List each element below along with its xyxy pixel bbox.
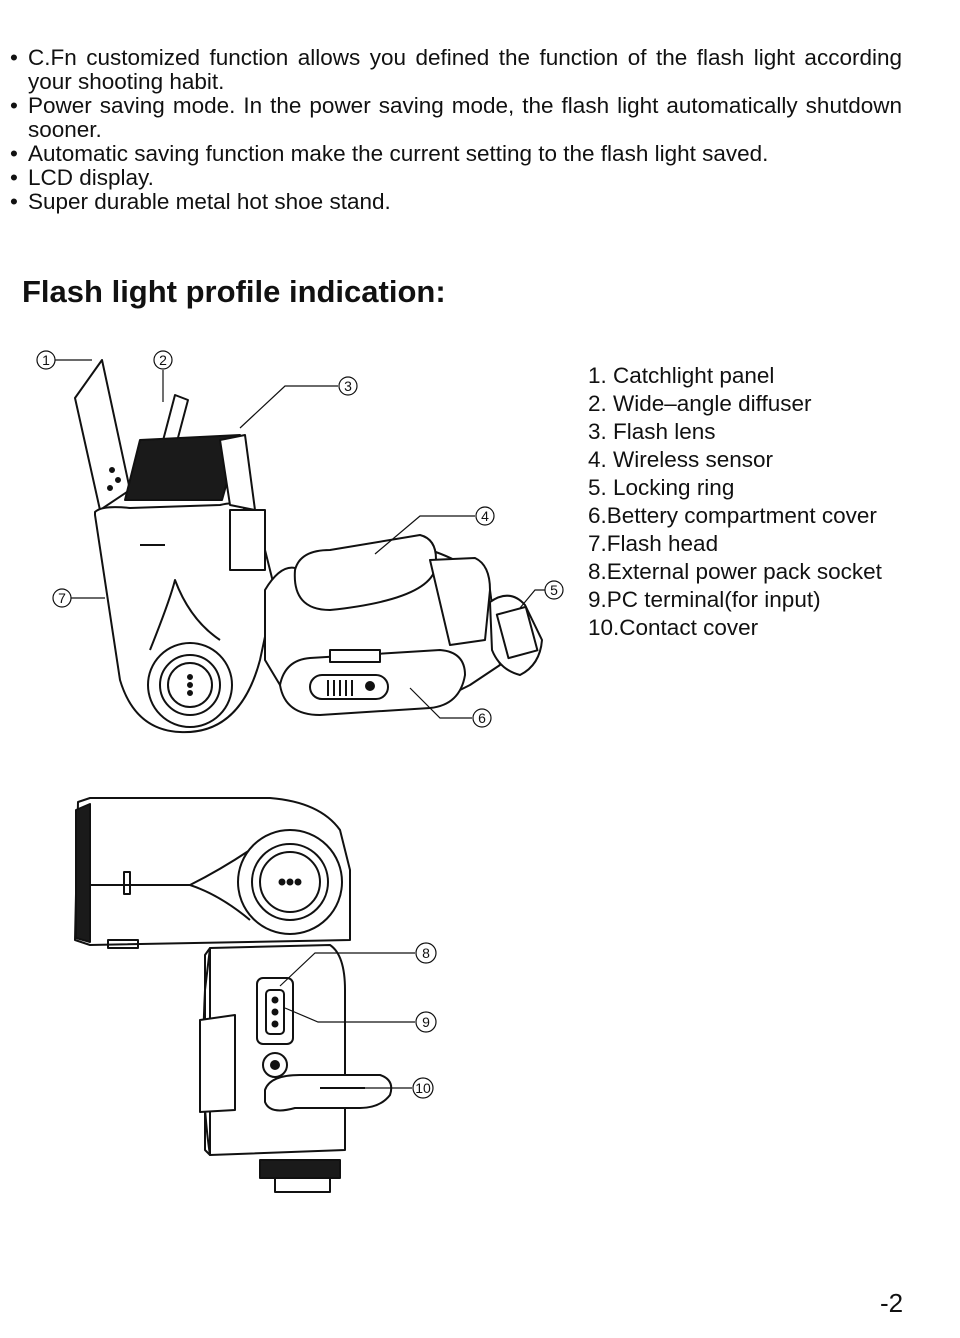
parts-item: 3. Flash lens [588,419,716,444]
bullet-dot: • [10,141,18,166]
page-number: -2 [880,1288,904,1318]
parts-item: 5. Locking ring [588,475,735,500]
feature-text: LCD display. [28,165,154,190]
parts-item: 1. Catchlight panel [588,363,775,388]
feature-item: • Super durable metal hot shoe stand. [10,190,902,214]
feature-item: • Power saving mode. In the power saving … [10,94,902,142]
parts-item: 6.Bettery compartment cover [588,503,877,528]
flash-side-illustration: 8 9 10 [74,797,437,1193]
parts-item: 10.Contact cover [588,615,759,640]
feature-text: Super durable metal hot shoe stand. [28,189,391,214]
feature-text: C.Fn customized function allows you defi… [28,45,902,94]
parts-item: 9.PC terminal(for input) [588,587,821,612]
parts-item: 2. Wide–angle diffuser [588,391,812,416]
callout-6: 6 [478,710,486,726]
callout-8: 8 [422,945,430,961]
callout-3: 3 [344,378,352,394]
section-title: Flash light profile indication: [22,274,446,309]
feature-text: Power saving mode. In the power saving m… [28,93,902,142]
callout-1: 1 [42,352,50,368]
callout-2: 2 [159,352,167,368]
callout-4: 4 [481,508,489,524]
parts-list: 1. Catchlight panel 2. Wide–angle diffus… [588,362,882,642]
callout-7: 7 [58,590,66,606]
parts-item: 8.External power pack socket [588,559,882,584]
feature-list: • C.Fn customized function allows you def… [10,46,902,214]
flash-profile-illustration: 1 2 3 4 5 7 6 [36,350,564,734]
callout-5: 5 [550,582,558,598]
bullet-dot: • [10,189,18,214]
feature-item: • LCD display. [10,166,902,190]
bullet-dot: • [10,165,18,190]
feature-item: • Automatic saving function make the curr… [10,142,902,166]
bullet-dot: • [10,45,18,70]
parts-item: 7.Flash head [588,531,719,556]
bullet-dot: • [10,93,18,118]
feature-item: • C.Fn customized function allows you def… [10,46,902,94]
callout-9: 9 [422,1014,430,1030]
callout-10: 10 [415,1080,431,1096]
feature-text: Automatic saving function make the curre… [28,141,769,166]
parts-item: 4. Wireless sensor [588,447,774,472]
